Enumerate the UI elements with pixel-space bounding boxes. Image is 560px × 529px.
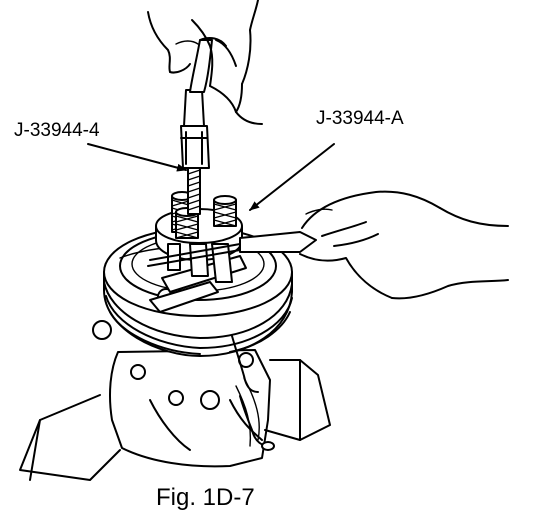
threaded-screw (187, 167, 201, 215)
label-tool-a: J-33944-4 (14, 120, 100, 141)
socket-extension (180, 89, 210, 169)
leader-arrow-tool-b (249, 143, 335, 211)
lead-wires (231, 335, 275, 451)
compressor-body (19, 320, 331, 481)
right-hand-screwdriver (147, 190, 509, 300)
puller-tool (155, 191, 243, 283)
upper-hand (147, 0, 263, 125)
label-tool-b: J-33944-A (316, 108, 404, 129)
figure-caption: Fig. 1D-7 (156, 484, 255, 511)
ratchet-handle (189, 39, 213, 93)
leader-arrow-tool-a (87, 143, 187, 172)
knurled-knob-right (213, 195, 237, 227)
